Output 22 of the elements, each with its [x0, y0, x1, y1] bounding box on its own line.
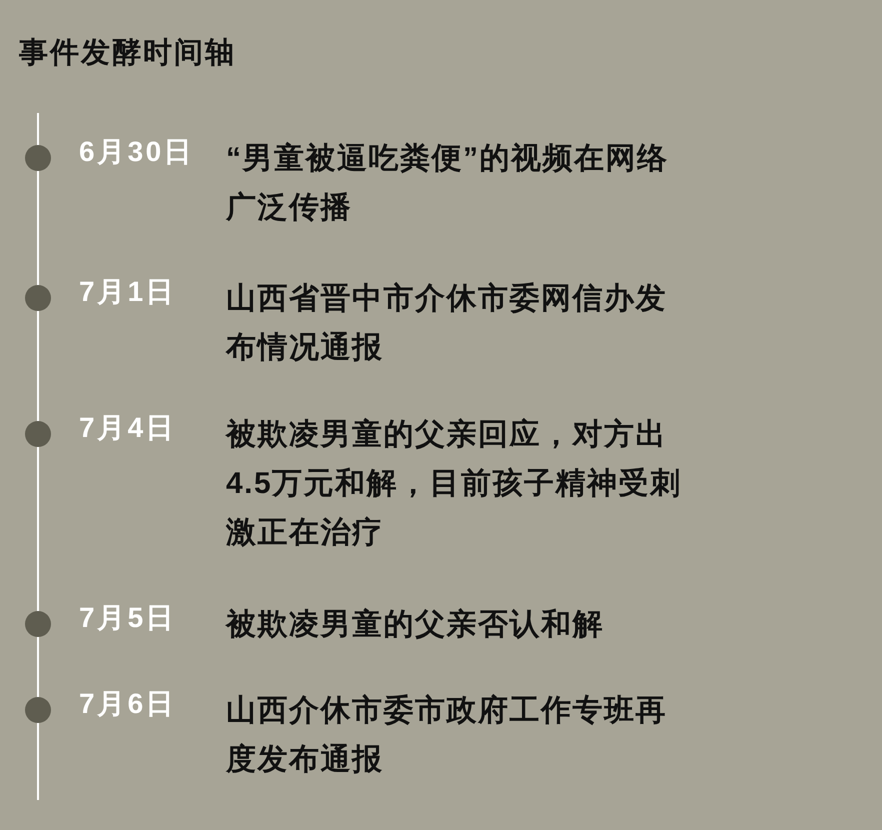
timeline-title: 事件发酵时间轴 [19, 36, 236, 71]
event-description: 山西省晋中市介休市委网信办发布情况通报 [226, 280, 668, 366]
timeline-dot [25, 697, 51, 723]
timeline-line [37, 311, 39, 421]
date-label: 7月5日 [79, 601, 176, 635]
timeline-dot [25, 421, 51, 447]
event-description: 山西介休市委市政府工作专班再度发布通报 [226, 692, 668, 778]
date-label: 7月1日 [79, 275, 176, 309]
timeline-line [37, 171, 39, 285]
event-description: “男童被逼吃粪便”的视频在网络广泛传播 [226, 140, 670, 226]
timeline-dot [25, 285, 51, 311]
timeline-line [37, 113, 39, 145]
date-label: 7月4日 [79, 411, 176, 445]
timeline-line [37, 637, 39, 697]
event-description: 被欺凌男童的父亲否认和解 [226, 606, 605, 642]
timeline-dot [25, 611, 51, 637]
timeline-line [37, 447, 39, 611]
event-description: 被欺凌男童的父亲回应，对方出4.5万元和解，目前孩子精神受刺激正在治疗 [226, 416, 683, 550]
date-label: 7月6日 [79, 687, 176, 721]
timeline-dot [25, 145, 51, 171]
timeline-line [37, 723, 39, 800]
date-label: 6月30日 [79, 135, 194, 169]
